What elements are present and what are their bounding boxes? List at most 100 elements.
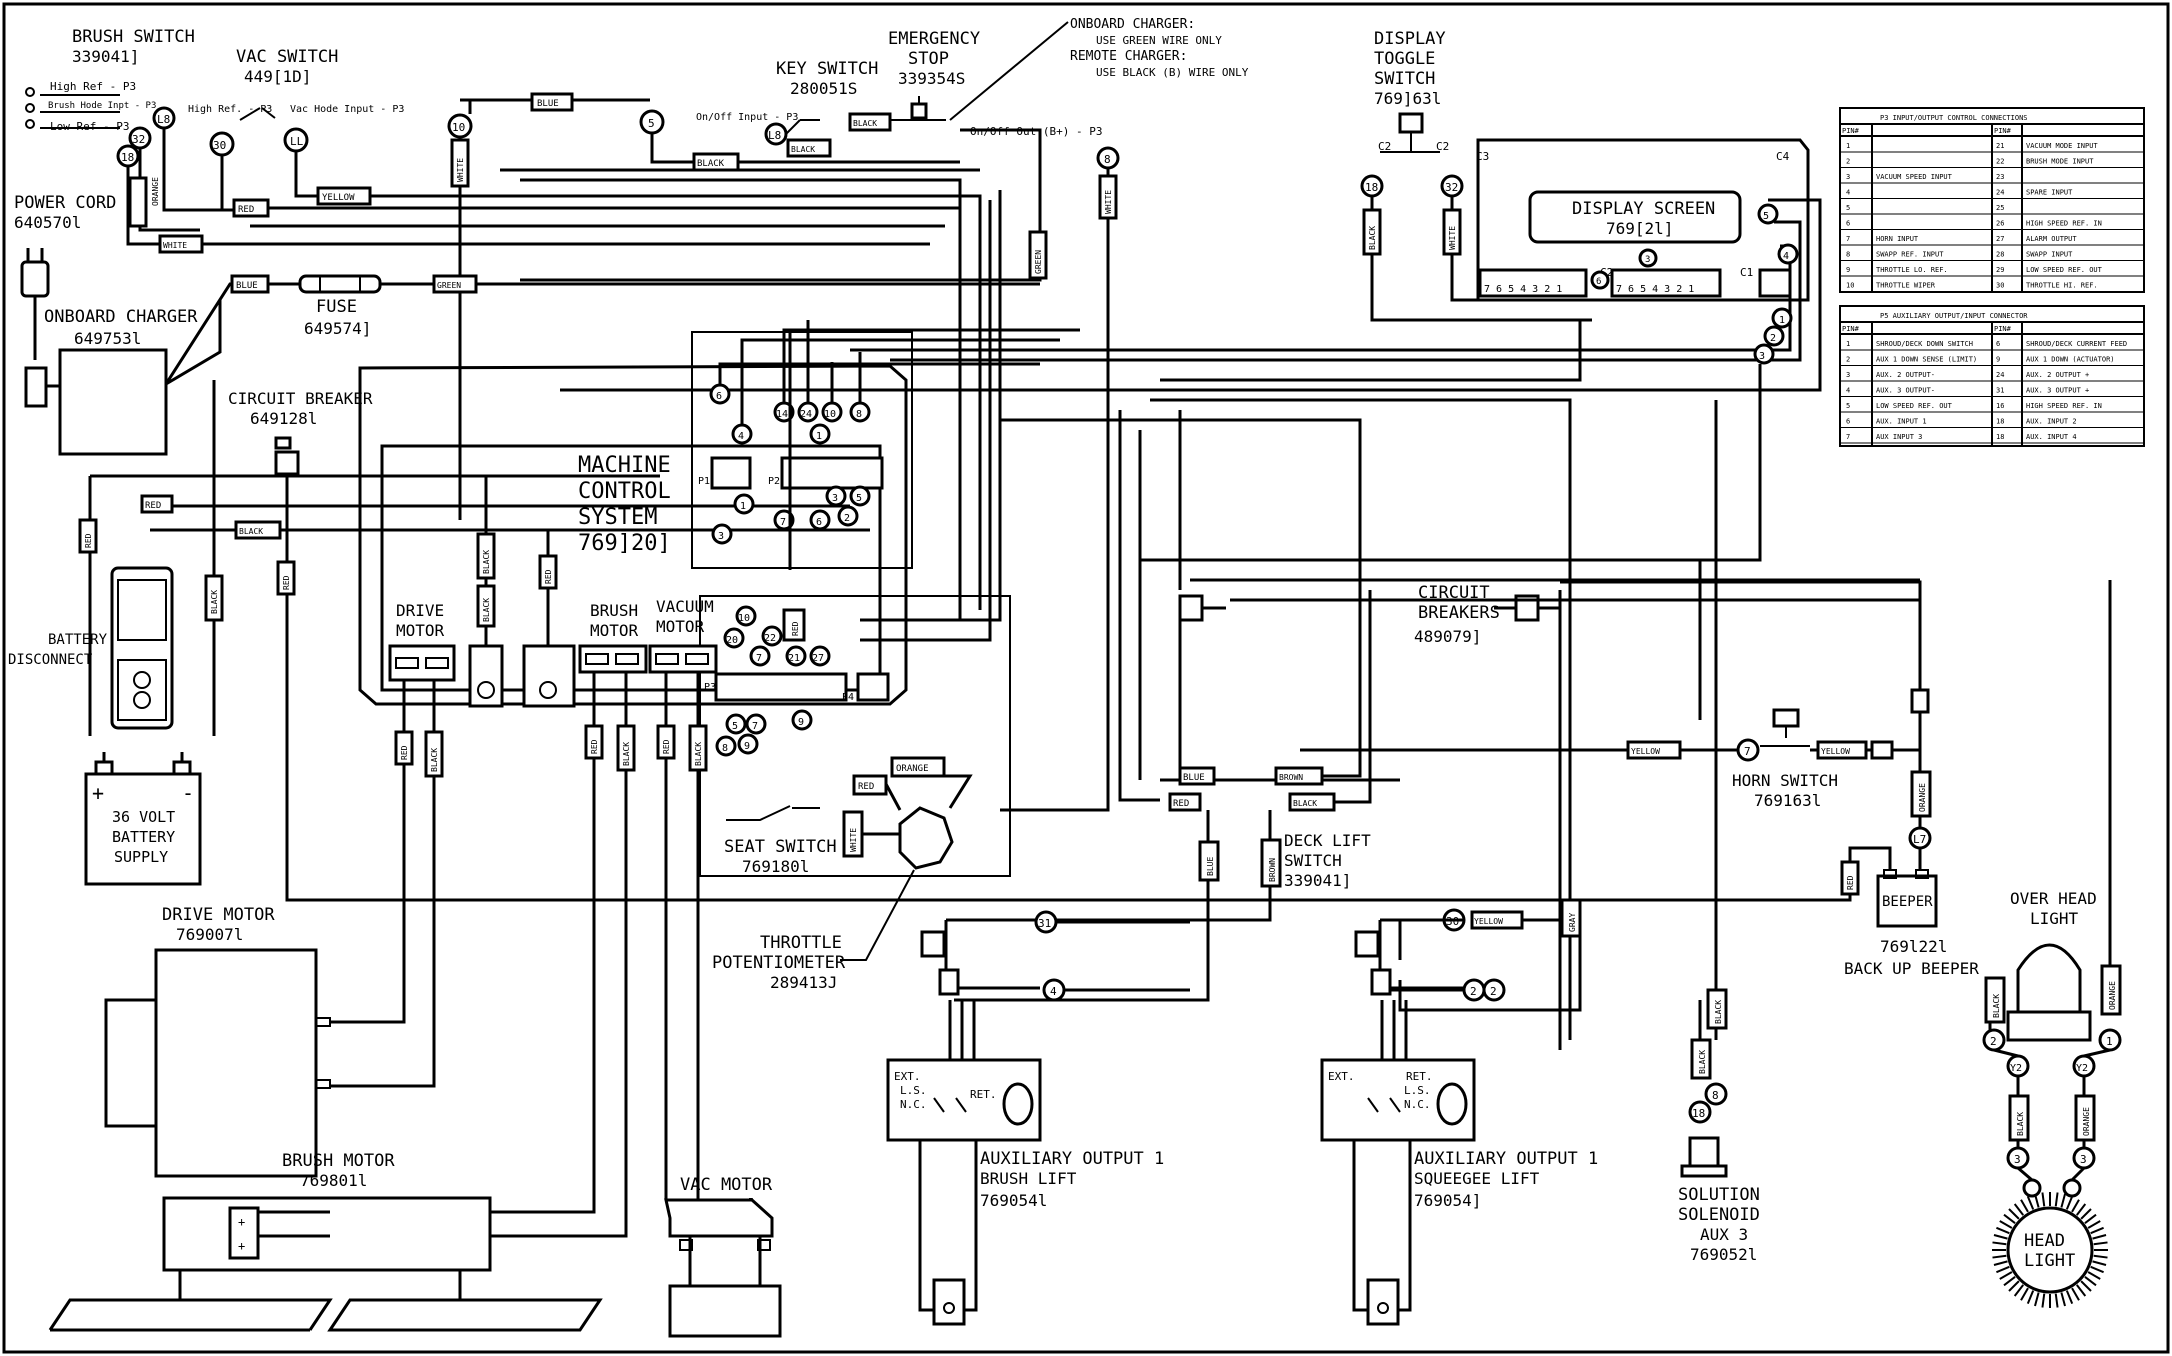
power-cord: POWER CORD 640570l — [14, 193, 116, 408]
head-light-ray — [2065, 1290, 2074, 1304]
table-p3-cell: 22 — [1996, 158, 2004, 166]
table-p3-cell: 8 — [1846, 251, 1850, 259]
table-p3-cell: 5 — [1846, 204, 1850, 212]
brush-lift-label-2: BRUSH LIFT — [980, 1169, 1077, 1188]
svg-text:L.S.: L.S. — [1404, 1084, 1431, 1097]
svg-text:BLUE: BLUE — [537, 99, 559, 109]
table-p3-cell: 21 — [1996, 142, 2004, 150]
deck-lift-part: 339041] — [1284, 871, 1351, 890]
svg-text:BLUE: BLUE — [1183, 773, 1205, 783]
svg-text:BLACK: BLACK — [1293, 799, 1317, 808]
table-p3-cell: 10 — [1846, 282, 1854, 290]
head-light-label-2: LIGHT — [2024, 1251, 2075, 1271]
brush-lift-label-1: AUXILIARY OUTPUT 1 — [980, 1149, 1164, 1169]
battery-disconnect: BATTERY DISCONNECT — [8, 566, 174, 730]
svg-text:Y2: Y2 — [2010, 1063, 2022, 1074]
table-p3-cell: 23 — [1996, 173, 2004, 181]
head-light-ray — [2034, 1292, 2040, 1307]
brush-motor-part: 769801l — [300, 1171, 367, 1190]
svg-text:-: - — [182, 781, 194, 805]
svg-text:RED: RED — [238, 205, 254, 215]
table-p5-cell: 3 — [1846, 371, 1850, 379]
brush-switch-pos-high: High Ref - P3 — [50, 80, 136, 93]
onboard-charger-label: ONBOARD CHARGER — [44, 307, 198, 327]
table-p3-cell: SPARE INPUT — [2026, 189, 2073, 197]
mcs-label-2: CONTROL — [578, 479, 671, 504]
brush-motor-terminal: BRUSH MOTOR — [578, 601, 648, 674]
svg-text:8: 8 — [722, 743, 728, 754]
table-p3-cell: BRUSH MODE INPUT — [2026, 158, 2094, 166]
head-light-ray — [2054, 1192, 2059, 1207]
seat-switch: SEAT SWITCH 769180l — [724, 805, 837, 876]
squeegee-lift-label-1: AUXILIARY OUTPUT 1 — [1414, 1149, 1598, 1169]
table-p3-cell: 26 — [1996, 220, 2004, 228]
svg-text:RED: RED — [662, 739, 671, 754]
head-light-ray — [2075, 1284, 2087, 1297]
solution-solenoid-label-3: AUX 3 — [1700, 1225, 1748, 1244]
head-light-ray — [2060, 1193, 2066, 1208]
svg-text:24: 24 — [800, 409, 812, 420]
svg-text:BLUE: BLUE — [236, 281, 258, 291]
svg-text:RED: RED — [1173, 799, 1189, 809]
circuit-breakers: CIRCUIT BREAKERS 489079] — [1414, 583, 1562, 922]
emergency-stop-part: 339354S — [898, 69, 965, 88]
svg-text:PIN#: PIN# — [1842, 325, 1860, 333]
throttle-label-1: THROTTLE — [760, 933, 842, 953]
head-light-ray — [1999, 1220, 2013, 1229]
head-light-ray — [1996, 1226, 2010, 1235]
svg-text:9: 9 — [798, 717, 804, 728]
svg-text:BLACK: BLACK — [697, 159, 725, 169]
svg-text:EXT.: EXT. — [894, 1070, 921, 1083]
svg-text:3: 3 — [832, 493, 838, 504]
table-p3-cell: 7 — [1846, 235, 1850, 243]
svg-text:10: 10 — [452, 121, 465, 134]
svg-text:1: 1 — [740, 501, 746, 512]
table-p3-cell: THROTTLE LO. REF. — [1876, 266, 1948, 274]
vac-switch-pos-high: High Ref. - P3 — [188, 104, 272, 115]
svg-text:+: + — [92, 781, 104, 805]
head-light-ray — [2054, 1293, 2059, 1308]
svg-text:PIN#: PIN# — [1994, 325, 2012, 333]
power-cord-label: POWER CORD — [14, 193, 116, 213]
head-light-ray — [2084, 1275, 2097, 1287]
svg-text:6: 6 — [716, 391, 722, 402]
onboard-charger-part: 649753l — [74, 329, 141, 348]
svg-text:5: 5 — [856, 493, 862, 504]
aux-breaker-1 — [1178, 594, 1204, 622]
svg-text:7: 7 — [752, 721, 758, 732]
head-light-ray — [2041, 1192, 2046, 1207]
vac-switch: VAC SWITCH 449[1D] High Ref. - P3 Vac Ho… — [188, 47, 404, 157]
drive-motor: DRIVE MOTOR 769007l — [104, 905, 331, 1178]
table-p3-cell: SWAPP INPUT — [2026, 251, 2073, 259]
table-p3-cell: ALARM OUTPUT — [2026, 235, 2077, 243]
svg-text:SWITCH: SWITCH — [1374, 69, 1435, 89]
svg-text:PIN#: PIN# — [1842, 127, 1860, 135]
svg-text:BLACK: BLACK — [210, 590, 219, 614]
vac-motor: VAC MOTOR 289055l — [664, 1175, 782, 1338]
svg-text:9: 9 — [744, 741, 750, 752]
svg-text:EMERGENCY: EMERGENCY — [888, 29, 980, 49]
svg-text:32: 32 — [1445, 181, 1458, 194]
svg-text:BLACK: BLACK — [1368, 226, 1377, 250]
svg-text:MOTOR: MOTOR — [656, 617, 705, 636]
svg-text:14: 14 — [776, 409, 788, 420]
head-light-ray — [2020, 1287, 2029, 1301]
throttle-label-2: POTENTIOMETER — [712, 953, 846, 973]
head-light-ray — [1999, 1271, 2013, 1280]
svg-text:5: 5 — [1763, 211, 1769, 222]
display-toggle-part: 769]63l — [1374, 89, 1441, 108]
display-screen-label: DISPLAY SCREEN — [1572, 199, 1715, 219]
svg-text:5: 5 — [732, 721, 738, 732]
svg-text:RED: RED — [1846, 875, 1855, 890]
svg-text:N.C.: N.C. — [1404, 1098, 1431, 1111]
power-cord-part: 640570l — [14, 213, 81, 232]
table-p5-cell: 31 — [1996, 387, 2004, 395]
brush-switch-part: 339041] — [72, 47, 139, 66]
svg-text:YELLOW: YELLOW — [1631, 747, 1660, 756]
svg-text:31: 31 — [1038, 917, 1051, 930]
circuit-breaker-part: 649128l — [250, 409, 317, 428]
head-light-ray — [2093, 1241, 2108, 1246]
table-p3-cell: VACUUM SPEED INPUT — [1876, 173, 1953, 181]
